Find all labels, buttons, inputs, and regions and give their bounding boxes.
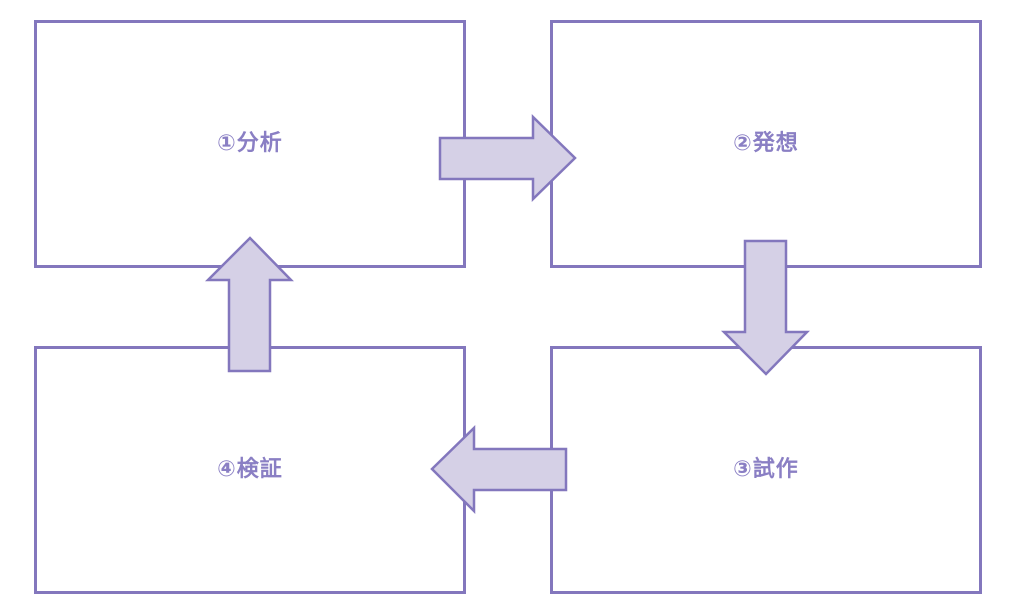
- step-label-ideation: ②発想: [733, 131, 799, 156]
- step-label-analysis: ①分析: [217, 131, 283, 156]
- step-label-prototype: ③試作: [733, 457, 799, 482]
- step-box-prototype: ③試作: [550, 346, 982, 594]
- step-label-verification: ④検証: [217, 457, 283, 482]
- step-box-analysis: ①分析: [34, 20, 466, 268]
- step-box-ideation: ②発想: [550, 20, 982, 268]
- step-box-verification: ④検証: [34, 346, 466, 594]
